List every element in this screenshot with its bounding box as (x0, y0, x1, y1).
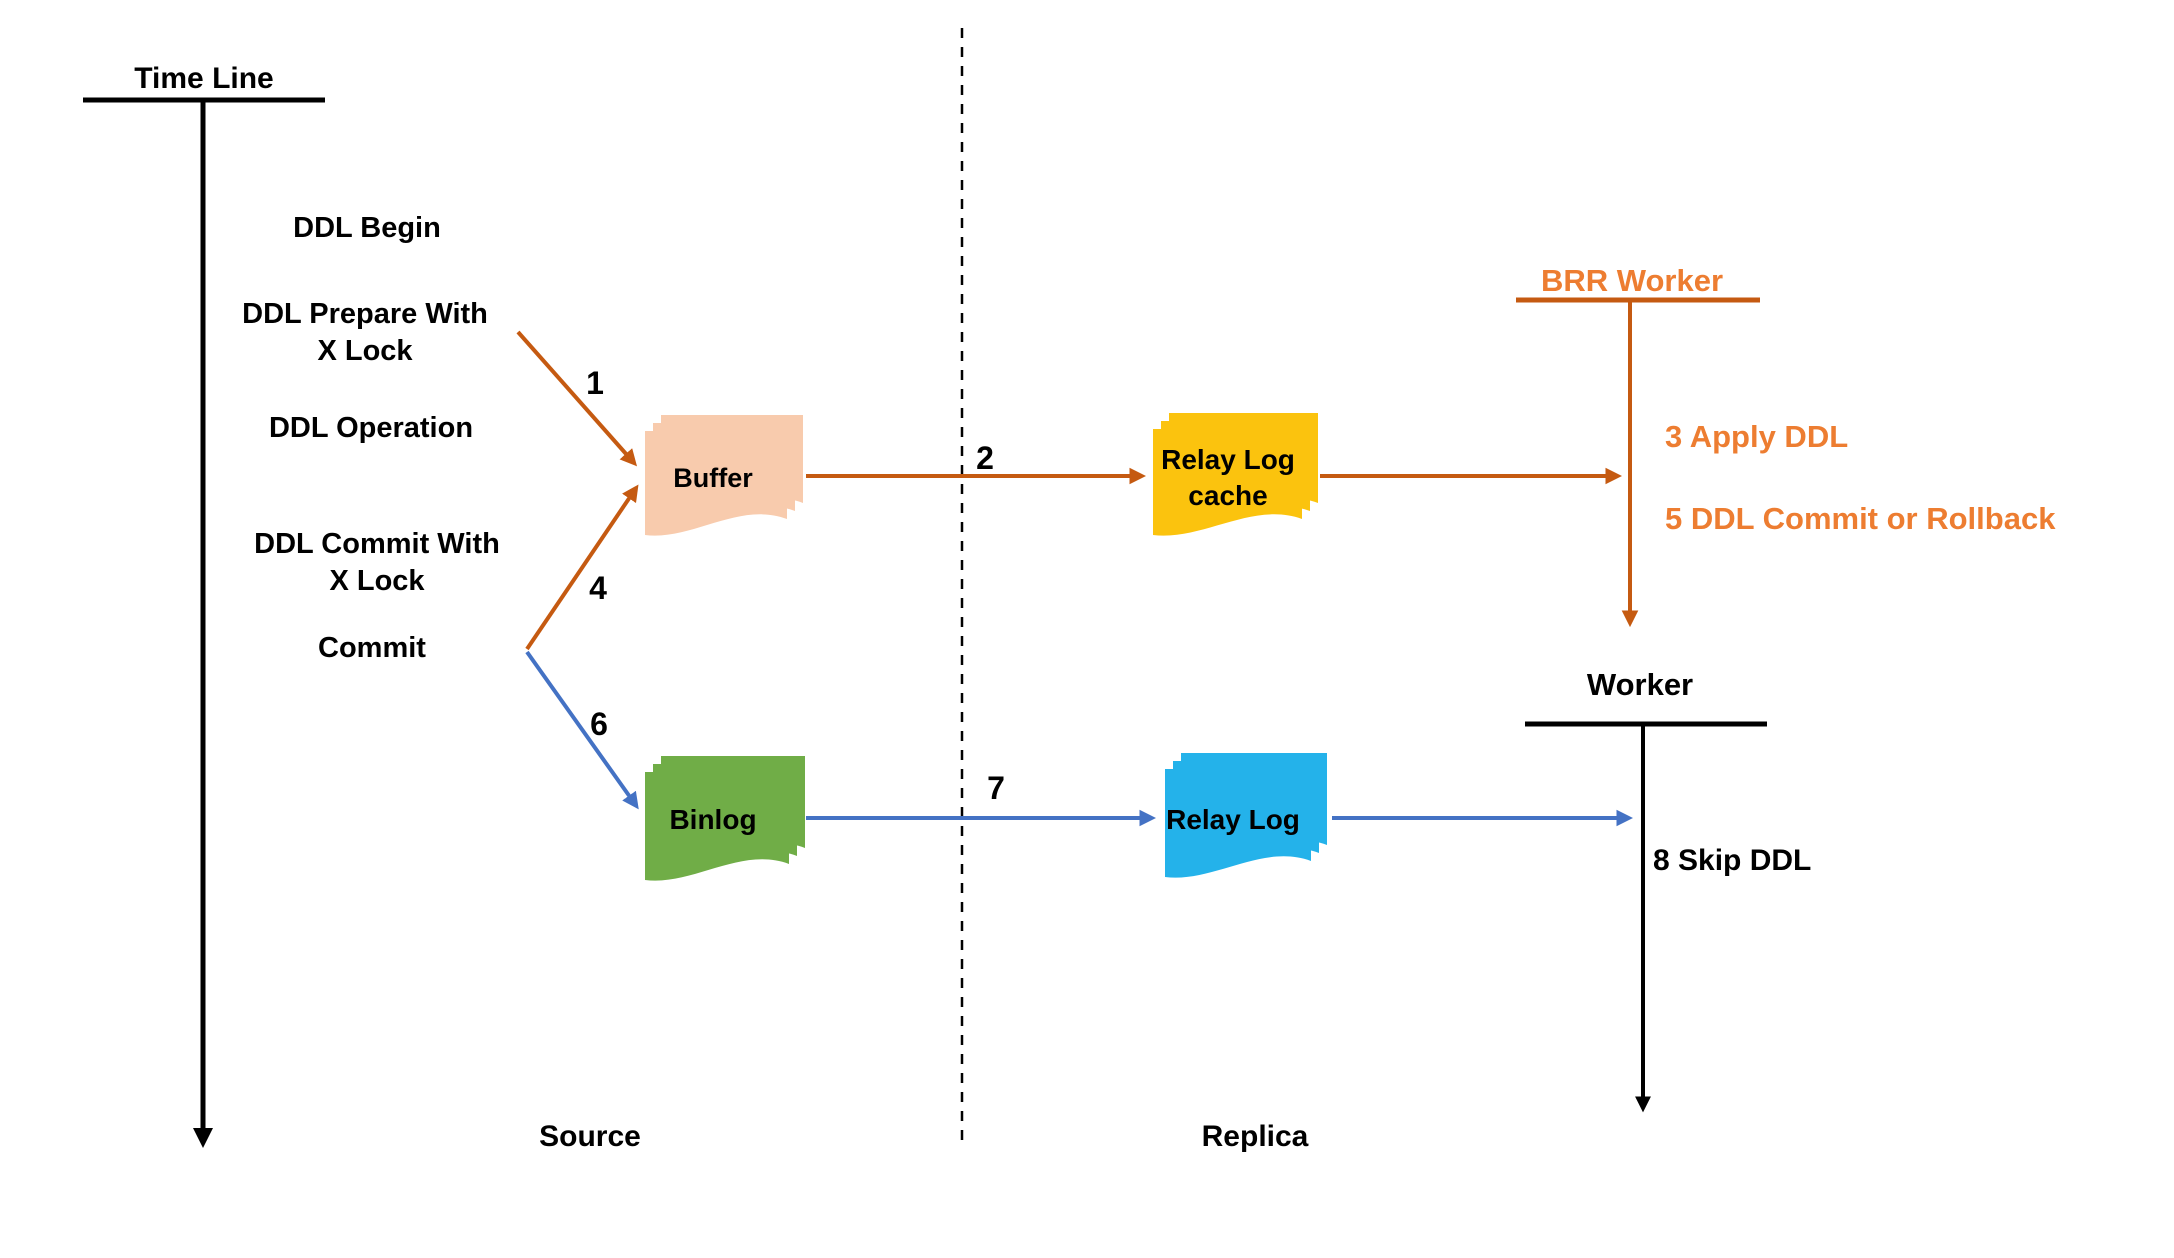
step-3-apply-ddl: 3 Apply DDL (1665, 419, 1849, 454)
step-5-ddl-commit-or-rollback: 5 DDL Commit or Rollback (1665, 501, 2056, 536)
event-ddl-prepare-with-x-lock: DDL Prepare With X Lock (242, 298, 488, 367)
event-commit: Commit (318, 632, 426, 664)
relay-log-shape (1165, 753, 1327, 878)
step-number-2: 2 (976, 440, 994, 476)
worker-title: Worker (1586, 667, 1694, 702)
region-replica-label: Replica (1201, 1120, 1309, 1153)
event-ddl-commit-with-x-lock: DDL Commit With X Lock (254, 528, 500, 597)
binlog-shape (645, 756, 805, 881)
event-ddl-operation: DDL Operation (268, 412, 474, 444)
step-number-1: 1 (586, 365, 604, 401)
relay-log-cache-doc-front (1153, 429, 1302, 536)
relay-log-cache-label: Relay Log cache (1161, 444, 1295, 511)
arrow-step4-commit-to-buffer (525, 484, 639, 651)
step-number-7: 7 (987, 770, 1005, 806)
relay-log-cache-shape (1153, 413, 1318, 536)
binlog-doc-front (645, 772, 789, 881)
relay-log-doc-front (1165, 769, 1311, 878)
region-source-label: Source (539, 1120, 641, 1153)
arrow-step6-commit-to-binlog (525, 650, 639, 810)
buffer-doc-front (645, 431, 787, 536)
binlog-label: Binlog (669, 804, 757, 835)
brr-worker-title: BRR Worker (1540, 263, 1724, 298)
relay-log-label: Relay Log (1166, 804, 1300, 835)
timeline-title: Time Line (134, 62, 274, 95)
buffer-label: Buffer (673, 463, 753, 493)
step-8-skip-ddl: 8 Skip DDL (1653, 844, 1812, 877)
arrow-step1-prepare-to-buffer (516, 330, 638, 467)
event-ddl-begin: DDL Begin (293, 212, 441, 244)
step-number-4: 4 (589, 570, 607, 606)
buffer-shape (645, 415, 803, 536)
step-number-6: 6 (590, 706, 608, 742)
